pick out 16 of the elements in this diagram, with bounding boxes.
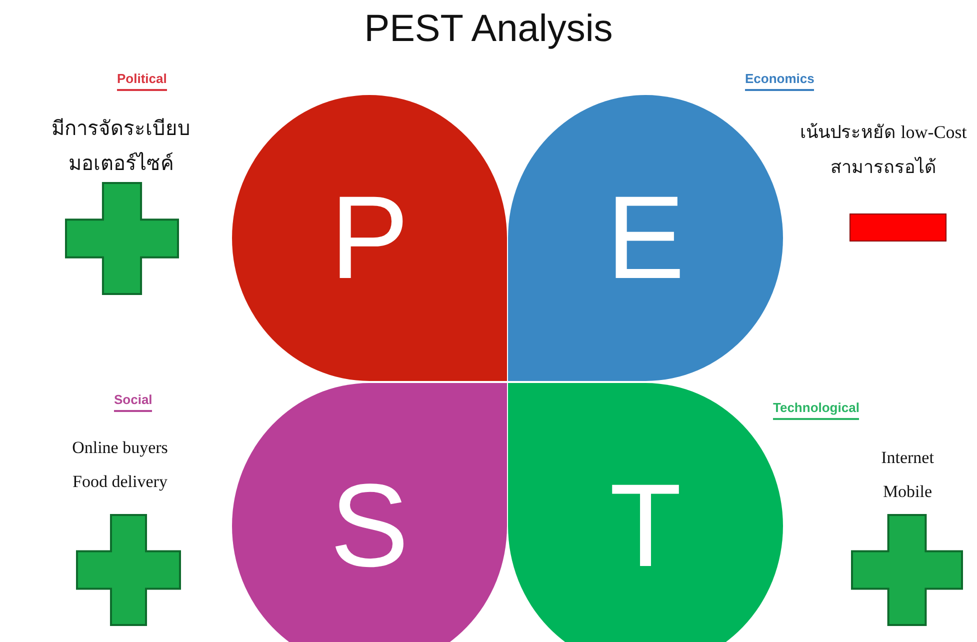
petal-letter: S — [330, 467, 409, 585]
factor-text: เน้นประหยัด low-Cost สามารถรอได้ — [799, 121, 968, 179]
petal-shape — [232, 383, 507, 642]
petal-letter: T — [609, 467, 682, 585]
category-heading: Social — [114, 392, 152, 412]
factor-text: Mobile — [882, 481, 934, 503]
factor-text: Internet — [880, 447, 935, 469]
petal-letter: E — [606, 179, 685, 297]
category-heading: Technological — [773, 400, 860, 420]
title: PEST Analysis — [364, 8, 613, 51]
factor-text: มีการจัดระเบียบมอเตอร์ไซค์ — [50, 117, 192, 177]
factor-text: Online buyers — [71, 437, 169, 459]
category-heading: Political — [117, 71, 167, 91]
factor-text: Food delivery — [72, 471, 168, 493]
category-heading: Economics — [745, 71, 814, 91]
petal-letter: P — [330, 179, 409, 297]
